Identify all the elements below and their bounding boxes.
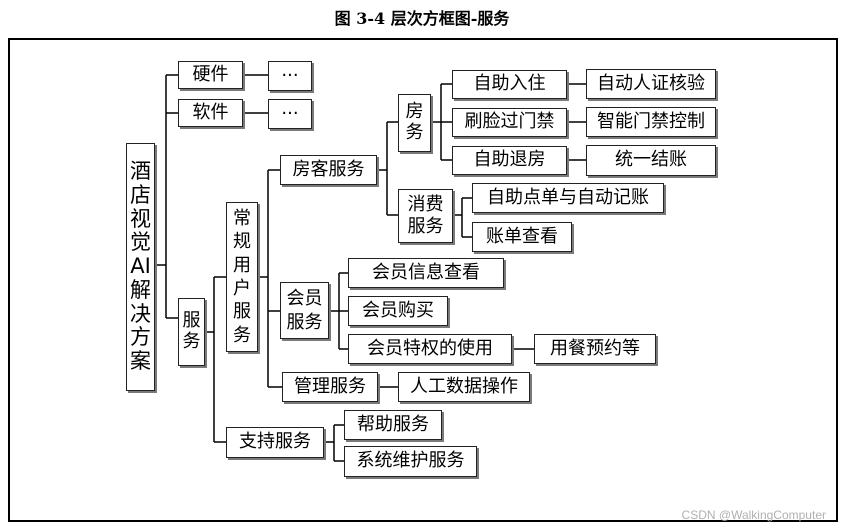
manual-data-operation-node: 人工数据操作 — [398, 372, 530, 402]
unified-checkout-node: 统一结账 — [586, 145, 716, 176]
help-service-node: 帮助服务 — [344, 410, 442, 440]
member-info-node: 会员信息查看 — [348, 258, 504, 288]
support-service-node: 支持服务 — [226, 427, 324, 458]
member-privilege-node: 会员特权的使用 — [348, 334, 512, 364]
room-item-face-access: 刷脸过门禁 — [452, 108, 567, 137]
room-item-self-checkin: 自助入住 — [452, 70, 567, 99]
service-label: 服务 — [182, 310, 201, 352]
room-service-label: 房务 — [405, 101, 424, 143]
guest-service-node: 房客服务 — [280, 155, 377, 185]
self-order-node: 自助点单与自动记账 — [472, 183, 664, 213]
room-item-self-checkout: 自助退房 — [452, 146, 567, 175]
hardware-child-node: ··· — [268, 61, 312, 91]
figure-title: 图 3-4 层次方框图-服务 — [334, 9, 510, 28]
regular-user-service-node: 常规用户服务 — [226, 202, 258, 352]
member-service-label: 会员服务 — [286, 288, 323, 333]
root-node: 酒店视觉AI解决方案 — [126, 143, 155, 391]
diagram-frame — [8, 38, 838, 522]
bill-view-node: 账单查看 — [472, 222, 572, 252]
member-purchase-node: 会员购买 — [348, 296, 448, 326]
smart-access-control-node: 智能门禁控制 — [586, 107, 716, 137]
root-label: 酒店视觉AI解决方案 — [130, 159, 151, 374]
consumption-service-label: 消费服务 — [407, 193, 444, 238]
service-node: 服务 — [178, 298, 205, 366]
management-service-node: 管理服务 — [282, 372, 378, 402]
meal-reservation-node: 用餐预约等 — [534, 334, 656, 364]
system-maintenance-node: 系统维护服务 — [344, 446, 477, 477]
hardware-node: 硬件 — [178, 61, 243, 89]
software-child-node: ··· — [268, 99, 312, 129]
watermark: CSDN @WalkingComputer — [681, 508, 826, 522]
room-service-node: 房务 — [398, 94, 431, 152]
software-node: 软件 — [178, 99, 243, 127]
auto-id-verification-node: 自动人证核验 — [586, 69, 716, 99]
member-service-node: 会员服务 — [280, 282, 329, 339]
consumption-service-node: 消费服务 — [398, 189, 453, 243]
regular-user-service-label: 常规用户服务 — [233, 207, 251, 346]
